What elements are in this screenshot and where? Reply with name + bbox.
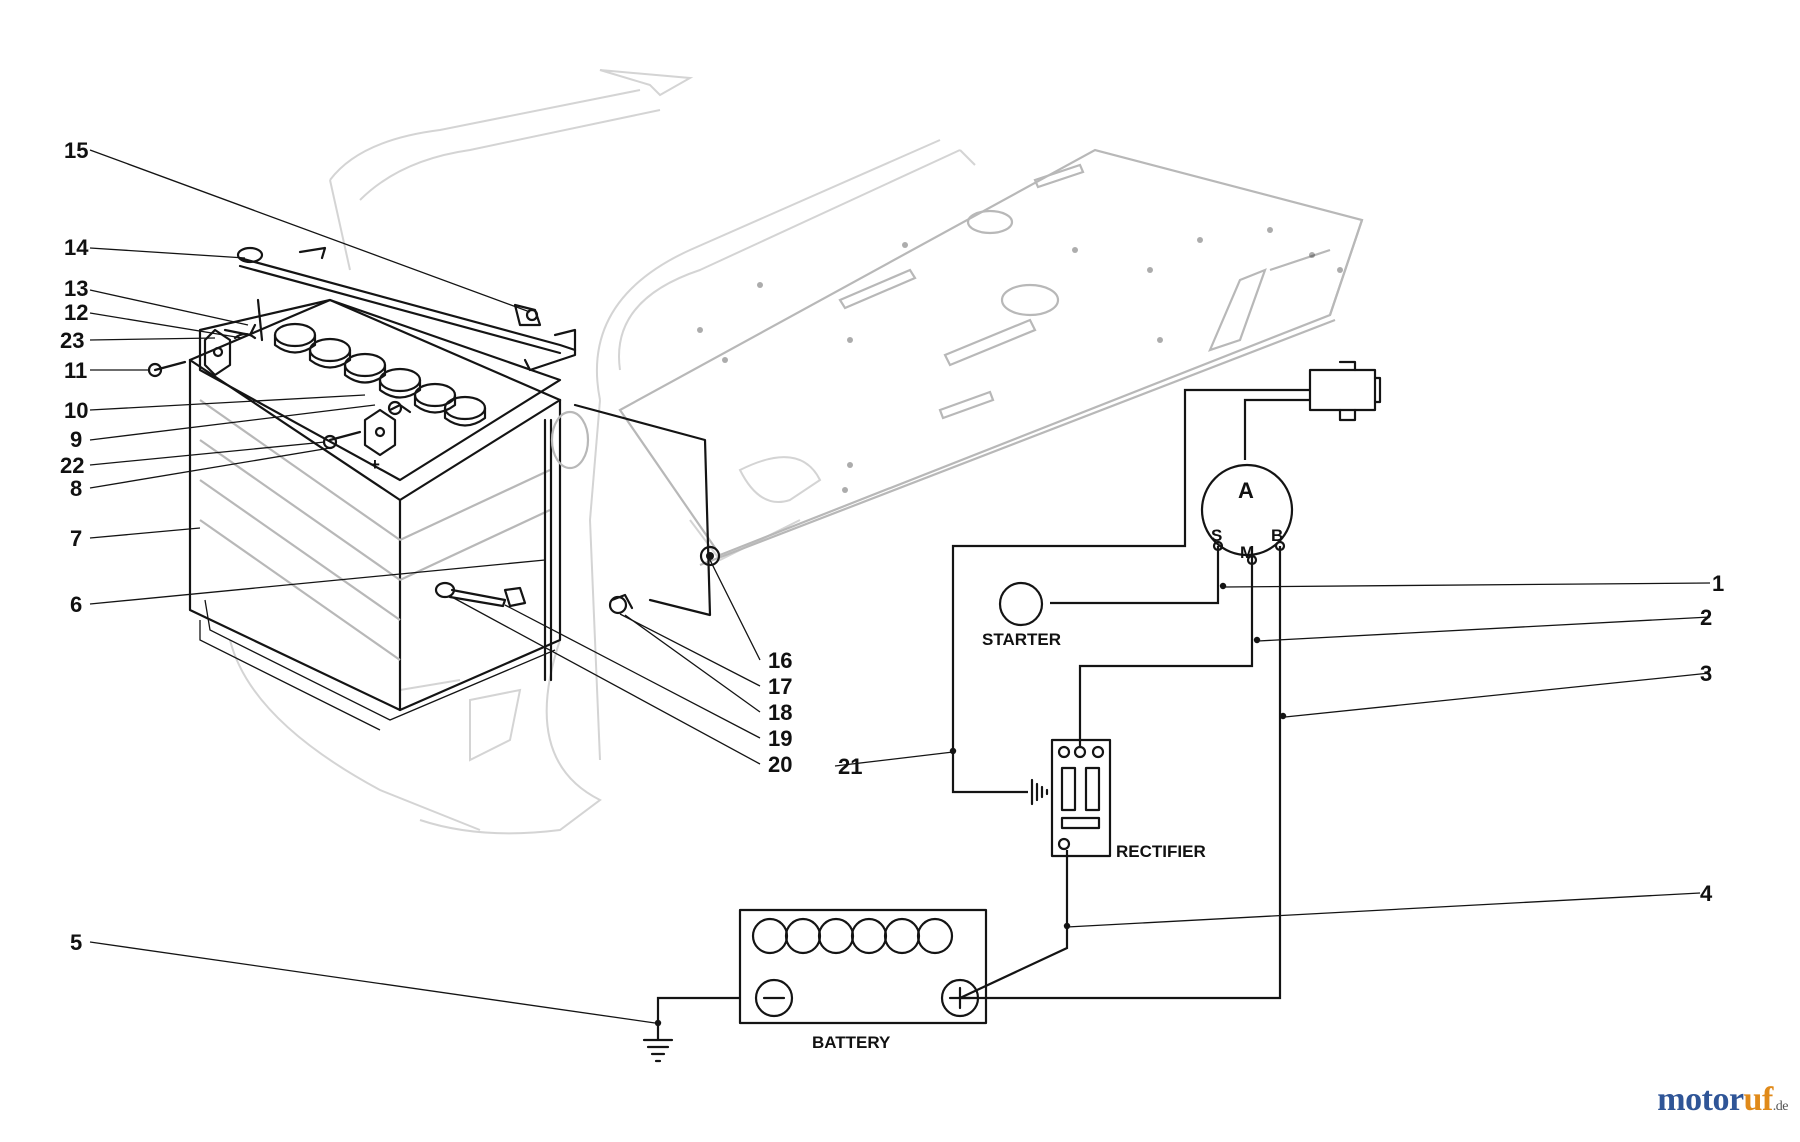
hold-down-strap [238,256,577,352]
watermark-logo: motoruf.de [1657,1081,1788,1119]
callout-17: 17 [768,674,792,699]
callout-numbers: 15 14 13 12 23 11 10 9 22 8 7 6 5 16 17 … [60,138,1724,955]
ammeter-terminal-s: S [1211,526,1222,545]
positive-terminal: + [363,400,412,474]
callout-10: 10 [64,398,88,423]
battery-box-assembly: + [147,246,721,731]
callout-4: 4 [1700,881,1713,906]
battery-plus-mark: + [370,455,380,474]
wiring-schematic: A S M B STARTER RECTIFIER [642,360,1382,1063]
tractor-frame-ghost [229,69,976,835]
callout-2: 2 [1700,605,1712,630]
callout-18: 18 [768,700,792,725]
callout-23: 23 [60,328,84,353]
callout-13: 13 [64,276,88,301]
callout-1: 1 [1712,571,1724,596]
callout-3: 3 [1700,661,1712,686]
callout-20: 20 [768,752,792,777]
watermark-part-1: motor [1657,1081,1744,1118]
callout-12: 12 [64,300,88,325]
wing-nut [513,303,542,327]
ammeter: A S M B [1200,463,1294,566]
rectifier-label: RECTIFIER [1116,842,1206,861]
callout-leaders [89,149,1711,1024]
callout-22: 22 [60,453,84,478]
ammeter-label: A [1238,478,1254,503]
callout-14: 14 [64,235,89,260]
battery-positive-terminal [940,978,980,1018]
callout-5: 5 [70,930,82,955]
battery-symbol: BATTERY [738,908,988,1052]
callout-8: 8 [70,476,82,501]
callout-11: 11 [64,358,87,383]
callout-15: 15 [64,138,88,163]
callout-19: 19 [768,726,792,751]
starter-label: STARTER [982,630,1061,649]
callout-7: 7 [70,526,82,551]
callout-16: 16 [768,648,792,673]
filler-caps [273,322,487,427]
battery-ground-symbol [642,1038,674,1063]
chassis-frame [618,148,1364,567]
watermark-part-3: .de [1772,1099,1789,1114]
rectifier: RECTIFIER [1050,738,1206,861]
watermark-part-2: uf [1743,1081,1774,1118]
starter-motor: STARTER [982,581,1061,649]
ammeter-terminal-b: B [1271,526,1283,545]
bolt-assembly-18-19-20 [434,581,634,615]
battery-negative-terminal [754,978,794,1018]
callout-9: 9 [70,427,82,452]
callout-6: 6 [70,592,82,617]
rectifier-ground [1030,778,1049,806]
battery-label: BATTERY [812,1033,891,1052]
connector-plug [1308,360,1382,422]
callout-21: 21 [838,754,862,779]
